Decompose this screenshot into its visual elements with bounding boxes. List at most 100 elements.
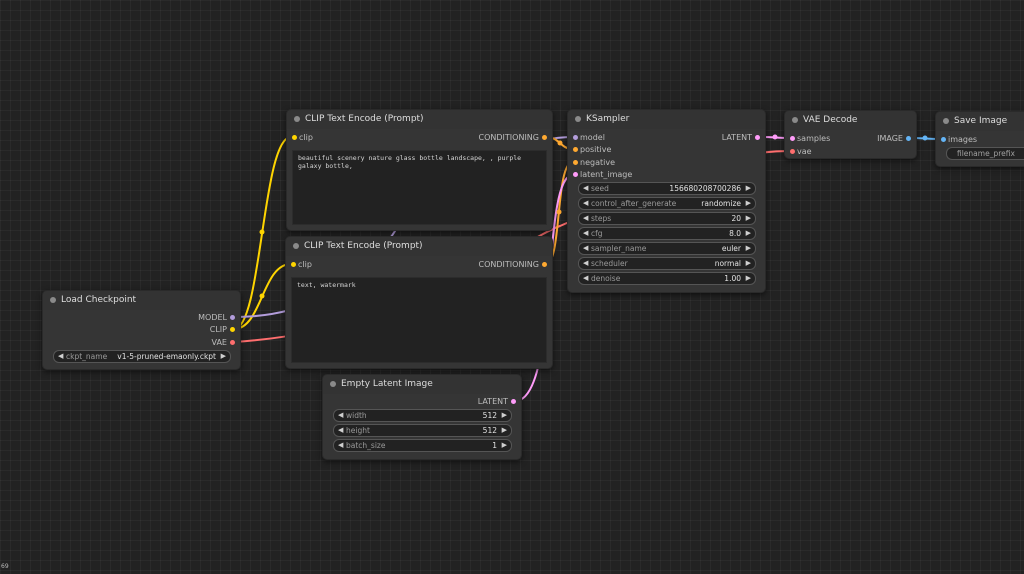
slot-label: CONDITIONING	[478, 133, 539, 142]
node-ksampler[interactable]: KSampler model LATENT positive negative …	[567, 109, 766, 293]
input-slot-samples[interactable]: samples	[790, 134, 830, 144]
seed-widget[interactable]: ◀ seed 156680208700286 ▶	[578, 182, 756, 195]
slot-dot-icon[interactable]	[573, 135, 578, 140]
slot-dot-icon[interactable]	[790, 149, 795, 154]
node-empty-latent-image[interactable]: Empty Latent Image LATENT ◀ width 512 ▶ …	[322, 374, 522, 460]
cfg-widget[interactable]: ◀ cfg 8.0 ▶	[578, 227, 756, 240]
input-slot-vae[interactable]: vae	[790, 147, 812, 157]
decrement-arrow-icon[interactable]: ◀	[583, 184, 589, 192]
node-load-checkpoint[interactable]: Load Checkpoint MODEL CLIP VAE ◀ ckpt_na…	[42, 290, 241, 370]
slot-dot-icon[interactable]	[292, 135, 297, 140]
decrement-arrow-icon[interactable]: ◀	[338, 441, 344, 449]
node-clip-text-encode-negative[interactable]: CLIP Text Encode (Prompt) clip CONDITION…	[285, 236, 553, 369]
decrement-arrow-icon[interactable]: ◀	[583, 274, 589, 282]
decrement-arrow-icon[interactable]: ◀	[58, 352, 64, 360]
steps-widget[interactable]: ◀ steps 20 ▶	[578, 212, 756, 225]
input-slot-latent-image[interactable]: latent_image	[573, 170, 632, 180]
decrement-arrow-icon[interactable]: ◀	[583, 259, 589, 267]
slot-dot-icon[interactable]	[573, 147, 578, 152]
slot-dot-icon[interactable]	[230, 327, 235, 332]
slot-dot-icon[interactable]	[573, 160, 578, 165]
slot-dot-icon[interactable]	[230, 315, 235, 320]
scheduler-widget[interactable]: ◀ scheduler normal ▶	[578, 257, 756, 270]
batch-size-widget[interactable]: ◀ batch_size 1 ▶	[333, 439, 512, 452]
output-slot-vae[interactable]: VAE	[212, 338, 235, 348]
width-widget[interactable]: ◀ width 512 ▶	[333, 409, 512, 422]
input-slot-clip[interactable]: clip	[291, 260, 312, 270]
slot-dot-icon[interactable]	[755, 135, 760, 140]
input-slot-negative[interactable]: negative	[573, 158, 615, 168]
increment-arrow-icon[interactable]: ▶	[501, 441, 507, 449]
increment-arrow-icon[interactable]: ▶	[745, 259, 751, 267]
slot-dot-icon[interactable]	[573, 172, 578, 177]
output-slot-model[interactable]: MODEL	[198, 313, 235, 323]
collapse-dot-icon[interactable]	[792, 117, 798, 123]
widget-value: 512	[482, 426, 497, 435]
decrement-arrow-icon[interactable]: ◀	[583, 214, 589, 222]
slot-dot-icon[interactable]	[542, 135, 547, 140]
slot-dot-icon[interactable]	[230, 340, 235, 345]
height-widget[interactable]: ◀ height 512 ▶	[333, 424, 512, 437]
decrement-arrow-icon[interactable]: ◀	[583, 199, 589, 207]
link-clip-to-negative	[233, 263, 292, 330]
slot-dot-icon[interactable]	[511, 399, 516, 404]
decrement-arrow-icon[interactable]: ◀	[583, 229, 589, 237]
input-slot-model[interactable]: model	[573, 133, 605, 143]
decrement-arrow-icon[interactable]: ◀	[338, 426, 344, 434]
collapse-dot-icon[interactable]	[294, 116, 300, 122]
input-slot-clip[interactable]: clip	[292, 133, 313, 143]
widget-label: denoise	[591, 274, 621, 283]
output-slot-conditioning[interactable]: CONDITIONING	[478, 133, 547, 143]
input-slot-images[interactable]: images	[941, 135, 978, 145]
input-slot-positive[interactable]: positive	[573, 145, 611, 155]
output-slot-latent[interactable]: LATENT	[478, 397, 516, 407]
node-title-bar[interactable]: VAE Decode	[785, 111, 916, 130]
node-title-bar[interactable]: CLIP Text Encode (Prompt)	[287, 110, 552, 129]
increment-arrow-icon[interactable]: ▶	[745, 229, 751, 237]
slot-dot-icon[interactable]	[291, 262, 296, 267]
decrement-arrow-icon[interactable]: ◀	[338, 411, 344, 419]
increment-arrow-icon[interactable]: ▶	[501, 426, 507, 434]
increment-arrow-icon[interactable]: ▶	[745, 274, 751, 282]
increment-arrow-icon[interactable]: ▶	[745, 244, 751, 252]
slot-dot-icon[interactable]	[790, 136, 795, 141]
increment-arrow-icon[interactable]: ▶	[745, 214, 751, 222]
node-title-bar[interactable]: Save Image	[936, 112, 1024, 131]
slot-dot-icon[interactable]	[542, 262, 547, 267]
slot-label: images	[948, 135, 978, 144]
node-title-bar[interactable]: Empty Latent Image	[323, 375, 521, 394]
node-clip-text-encode-positive[interactable]: CLIP Text Encode (Prompt) clip CONDITION…	[286, 109, 553, 231]
node-save-image[interactable]: Save Image images filename_prefix C	[935, 111, 1024, 167]
collapse-dot-icon[interactable]	[330, 381, 336, 387]
increment-arrow-icon[interactable]: ▶	[745, 184, 751, 192]
sampler-name-widget[interactable]: ◀ sampler_name euler ▶	[578, 242, 756, 255]
slot-label: model	[580, 133, 605, 142]
output-slot-image[interactable]: IMAGE	[877, 134, 911, 144]
slot-dot-icon[interactable]	[906, 136, 911, 141]
node-title-bar[interactable]: CLIP Text Encode (Prompt)	[286, 237, 552, 256]
filename-prefix-field[interactable]: filename_prefix C	[946, 147, 1024, 160]
node-title-bar[interactable]: Load Checkpoint	[43, 291, 240, 310]
decrement-arrow-icon[interactable]: ◀	[583, 244, 589, 252]
widget-value: randomize	[701, 199, 741, 208]
ckpt-name-combo[interactable]: ◀ ckpt_name v1-5-pruned-emaonly.ckpt ▶	[53, 350, 231, 363]
collapse-dot-icon[interactable]	[50, 297, 56, 303]
collapse-dot-icon[interactable]	[293, 243, 299, 249]
slot-dot-icon[interactable]	[941, 137, 946, 142]
node-title-bar[interactable]: KSampler	[568, 110, 765, 129]
denoise-widget[interactable]: ◀ denoise 1.00 ▶	[578, 272, 756, 285]
increment-arrow-icon[interactable]: ▶	[220, 352, 226, 360]
slot-label: clip	[298, 260, 312, 269]
node-vae-decode[interactable]: VAE Decode samples IMAGE vae	[784, 110, 917, 159]
increment-arrow-icon[interactable]: ▶	[745, 199, 751, 207]
prompt-textarea[interactable]: beautiful scenery nature glass bottle la…	[292, 150, 547, 225]
output-slot-clip[interactable]: CLIP	[210, 325, 235, 335]
collapse-dot-icon[interactable]	[575, 116, 581, 122]
collapse-dot-icon[interactable]	[943, 118, 949, 124]
control-after-generate-widget[interactable]: ◀ control_after_generate randomize ▶	[578, 197, 756, 210]
output-slot-latent[interactable]: LATENT	[722, 133, 760, 143]
increment-arrow-icon[interactable]: ▶	[501, 411, 507, 419]
prompt-textarea[interactable]: text, watermark	[291, 277, 547, 363]
output-slot-conditioning[interactable]: CONDITIONING	[479, 260, 547, 270]
